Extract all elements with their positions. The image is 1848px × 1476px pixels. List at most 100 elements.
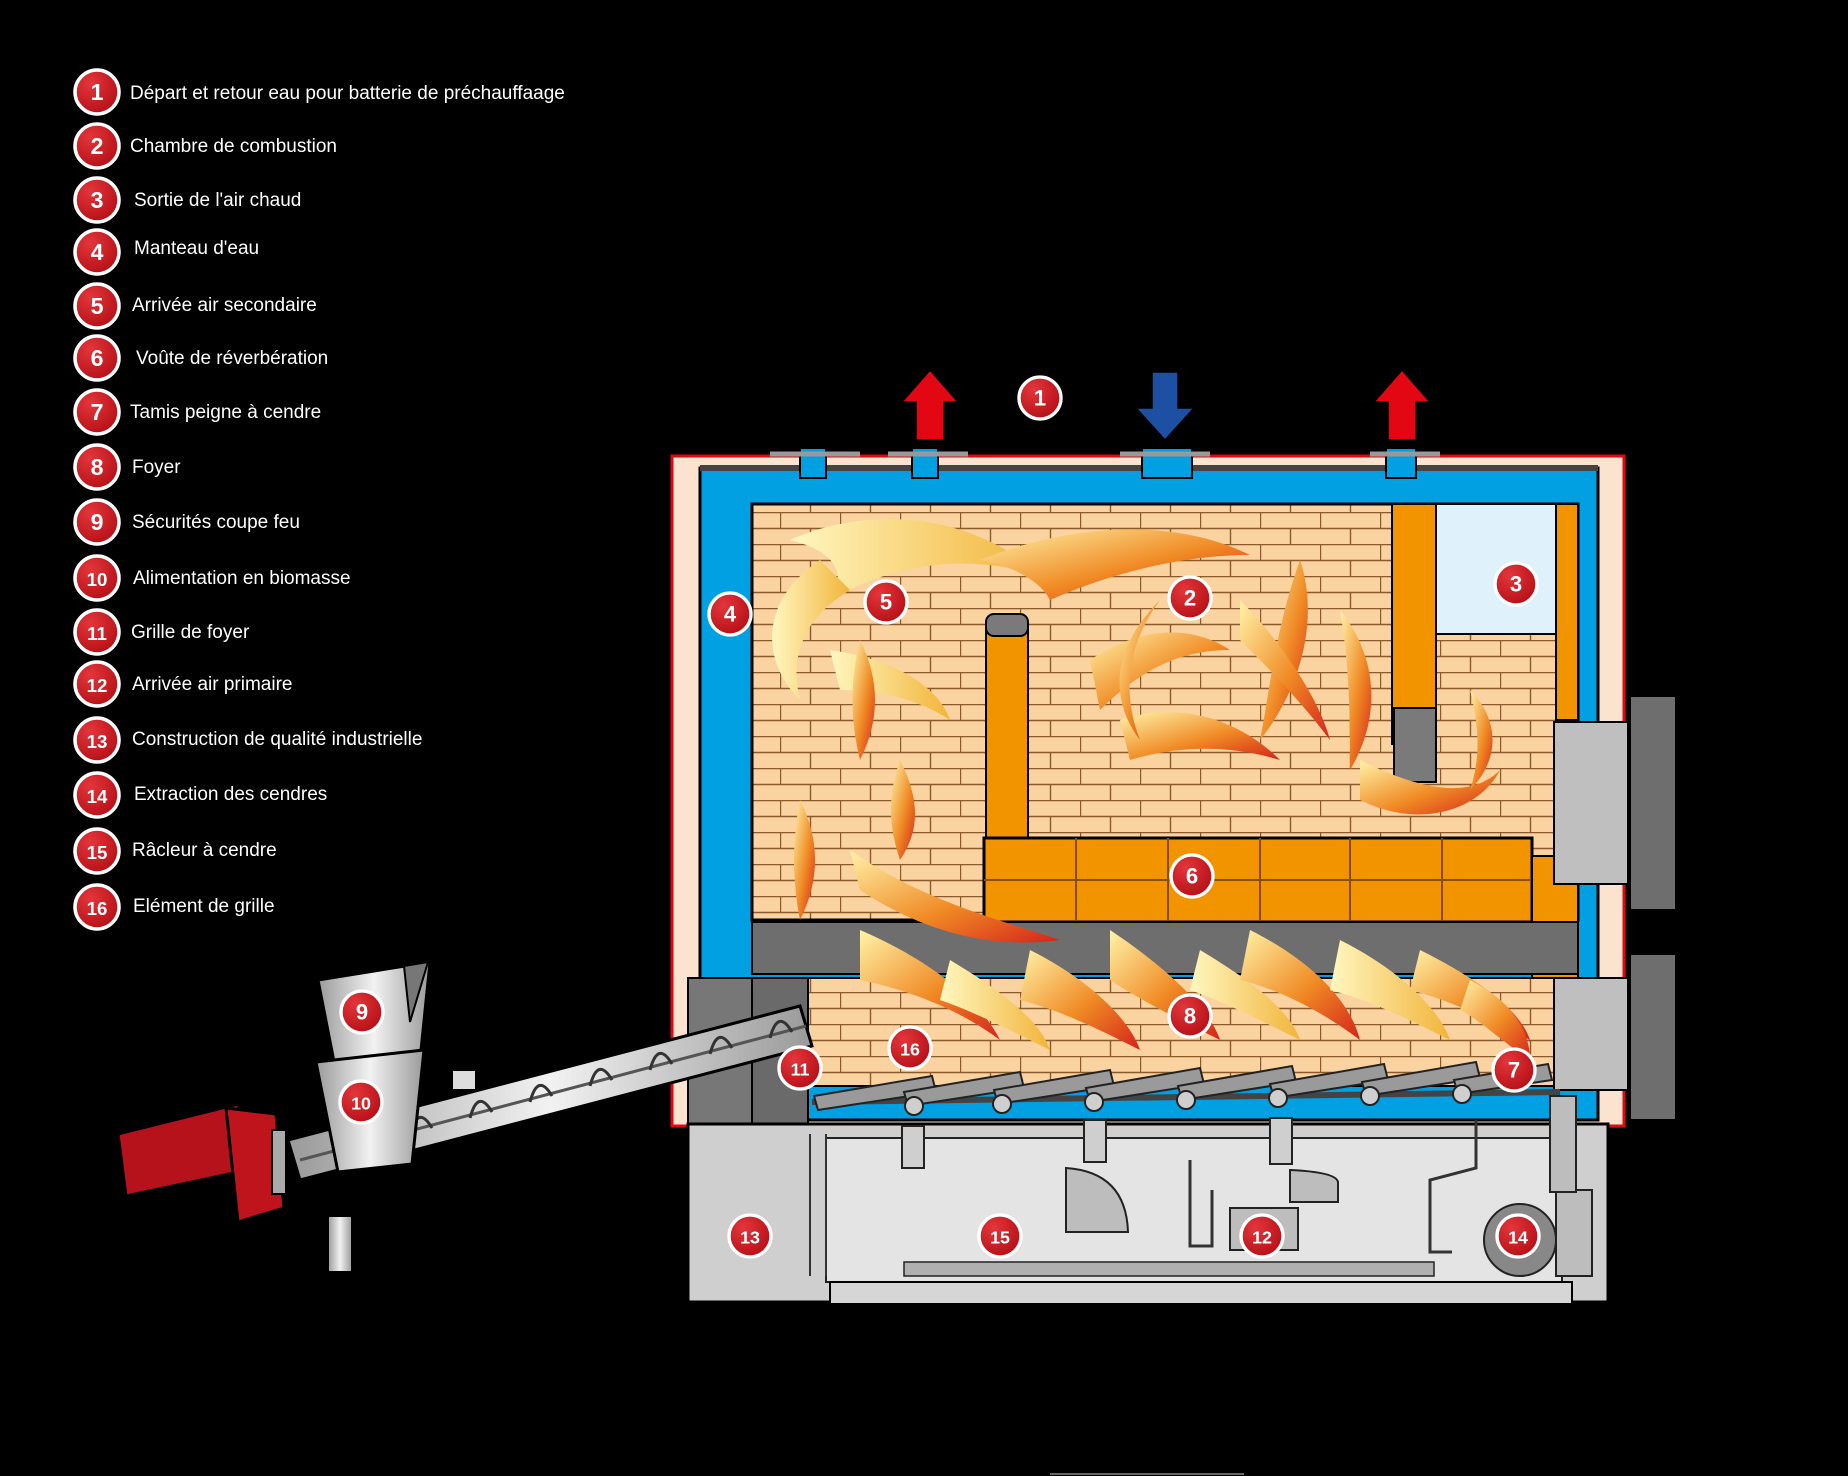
legend-badge-2: 2 <box>73 122 121 170</box>
callout-badge-3-circle <box>1493 561 1539 607</box>
legend-label-9: Sécurités coupe feu <box>132 512 300 533</box>
legend-badge-9-number: 9 <box>91 509 104 535</box>
legend-badge-12-number: 12 <box>87 675 108 696</box>
legend-badge-15-circle <box>73 827 121 875</box>
callout-badge-8-number: 8 <box>1184 1004 1196 1029</box>
arrow-up-icon <box>900 368 960 441</box>
legend-badge-16-number: 16 <box>87 898 108 919</box>
side-doors <box>1553 695 1677 1121</box>
legend-badge-15-number: 15 <box>87 842 108 863</box>
hot-air-outlet-box <box>1435 503 1557 635</box>
callout-badge-12: 12 <box>1239 1213 1285 1259</box>
callout-badge-11-number: 11 <box>791 1060 810 1080</box>
legend-badge-16: 16 <box>73 883 121 931</box>
callout-badge-5-circle <box>863 579 909 625</box>
legend-badge-9-circle <box>73 498 121 546</box>
legend-badge-8: 8 <box>73 443 121 491</box>
legend-badge-1: 1 <box>73 68 121 116</box>
callout-badge-16-number: 16 <box>900 1040 920 1060</box>
legend-badge-10-number: 10 <box>87 569 108 590</box>
column-cap <box>985 613 1029 637</box>
legend-label-15: Râcleur à cendre <box>132 840 277 861</box>
ash-box <box>686 1095 1610 1305</box>
callout-badge-4-number: 4 <box>724 602 737 627</box>
legend-badge-9: 9 <box>73 498 121 546</box>
callout-badge-15-number: 15 <box>990 1228 1010 1248</box>
callout-badge-5-number: 5 <box>880 590 892 615</box>
refractory-column-left <box>985 623 1029 845</box>
legend-badge-7-circle <box>73 388 121 436</box>
legend-badge-14: 14 <box>73 771 121 819</box>
legend-badge-15: 15 <box>73 827 121 875</box>
callout-badge-13-number: 13 <box>740 1228 760 1248</box>
legend-badge-13: 13 <box>73 716 121 764</box>
callout-badge-14-circle <box>1495 1213 1541 1259</box>
legend-label-5: Arrivée air secondaire <box>132 295 317 316</box>
legend-label-16: Elément de grille <box>133 896 275 917</box>
callout-badge-9-circle <box>339 989 385 1035</box>
legend-badge-14-number: 14 <box>87 786 108 807</box>
callout-badge-7-circle <box>1491 1047 1537 1093</box>
refractory-column-right <box>1391 503 1437 745</box>
callout-badge-5: 5 <box>863 579 909 625</box>
legend-badge-4-circle <box>73 228 121 276</box>
auger-drive-motor <box>116 1102 287 1224</box>
legend-badge-12: 12 <box>73 660 121 708</box>
callout-badge-3: 3 <box>1493 561 1539 607</box>
vault-joints <box>984 838 1532 922</box>
callout-badge-10-circle <box>338 1079 384 1125</box>
legend-badge-11: 11 <box>73 608 121 656</box>
callout-badge-9: 9 <box>339 989 385 1035</box>
flames <box>772 518 1530 1060</box>
legend-label-4: Manteau d'eau <box>134 238 260 259</box>
legend-badge-10: 10 <box>73 554 121 602</box>
callout-badge-14-number: 14 <box>1508 1228 1528 1248</box>
legend-label-2: Chambre de combustion <box>130 136 337 157</box>
callout-badge-1-number: 1 <box>1034 386 1046 411</box>
legend-badge-1-number: 1 <box>91 79 104 105</box>
callout-badge-15: 15 <box>977 1213 1023 1259</box>
legend-badge-16-circle <box>73 883 121 931</box>
legend-badge-12-circle <box>73 660 121 708</box>
legend-badge-6: 6 <box>73 334 121 382</box>
legend-badge-10-circle <box>73 554 121 602</box>
legend-badge-11-circle <box>73 608 121 656</box>
callout-badge-12-circle <box>1239 1213 1285 1259</box>
legend-badge-1-circle <box>73 68 121 116</box>
legend-badge-6-circle <box>73 334 121 382</box>
legend-badge-13-circle <box>73 716 121 764</box>
legend-label-14: Extraction des cendres <box>134 784 328 805</box>
legend-badge-3-number: 3 <box>91 187 104 213</box>
baffle-grey <box>1393 707 1437 783</box>
callout-badge-10: 10 <box>338 1079 384 1125</box>
legend-label-8: Foyer <box>132 457 181 478</box>
callout-badge-3-number: 3 <box>1510 572 1522 597</box>
callout-badge-9-number: 9 <box>356 1000 368 1025</box>
legend-badge-4-number: 4 <box>91 239 104 265</box>
callout-badge-16-circle <box>887 1025 933 1071</box>
callout-badge-7: 7 <box>1491 1047 1537 1093</box>
callout-badge-8: 8 <box>1167 993 1213 1039</box>
arrow-up-icon <box>1372 368 1432 441</box>
callout-badge-16: 16 <box>887 1025 933 1071</box>
callout-badge-13-circle <box>727 1213 773 1259</box>
callout-badge-4: 4 <box>707 591 753 637</box>
callout-badge-14: 14 <box>1495 1213 1541 1259</box>
callout-badge-11-circle <box>777 1045 823 1091</box>
legend-label-1: Départ et retour eau pour batterie de pr… <box>130 83 565 104</box>
legend-badge-3-circle <box>73 176 121 224</box>
legend-badge-5-circle <box>73 282 121 330</box>
legend-label-3: Sortie de l'air chaud <box>134 190 302 211</box>
callout-badge-7-number: 7 <box>1508 1058 1520 1083</box>
legend-badge-5: 5 <box>73 282 121 330</box>
callout-badge-6-circle <box>1169 853 1215 899</box>
legend-badge-4: 4 <box>73 228 121 276</box>
callout-badge-1: 1 <box>1017 375 1063 421</box>
legend-label-10: Alimentation en biomasse <box>133 568 351 589</box>
legend-label-12: Arrivée air primaire <box>132 674 293 695</box>
callout-badge-8-circle <box>1167 993 1213 1039</box>
arrow-down-icon <box>1134 371 1196 442</box>
